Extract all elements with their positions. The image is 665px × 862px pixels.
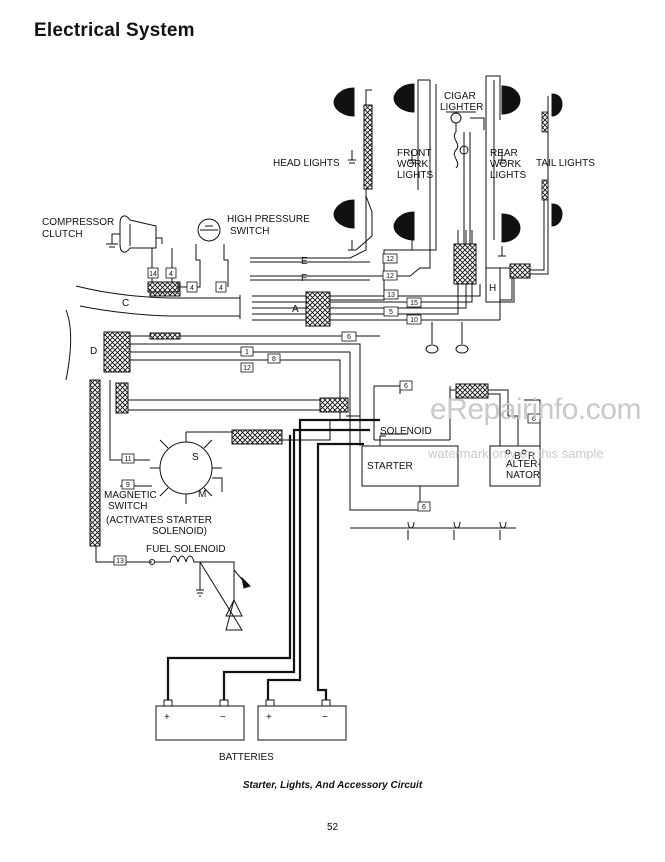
battery-2 — [257, 705, 347, 741]
wire-no-d3: 12 — [243, 365, 251, 372]
lamp-head-lower — [333, 199, 355, 229]
wire-no-f: 12 — [386, 273, 394, 280]
harness-letter-e: E — [301, 256, 308, 267]
wire-no-alt2: 6 — [532, 416, 536, 423]
label-alternator-1: ALTER- — [506, 459, 541, 470]
terminal-m: M — [198, 489, 206, 500]
harness-letter-d: D — [90, 346, 97, 357]
lamp-front-upper — [393, 83, 415, 113]
connector-mid — [319, 397, 349, 413]
label-compressor-2: CLUTCH — [42, 229, 83, 240]
wire-no-a1: 13 — [387, 292, 395, 299]
label-compressor-1: COMPRESSOR — [42, 217, 114, 228]
wire-no-comp4: 4 — [219, 285, 223, 292]
label-magnetic-2: SWITCH — [108, 501, 147, 512]
label-alternator-2: NATOR — [506, 470, 540, 481]
page-number: 52 — [326, 822, 339, 833]
wire-no-fuel: 13 — [116, 558, 124, 565]
alternator-body — [489, 445, 541, 487]
connector-tail — [509, 263, 531, 279]
wire-no-alt1: 6 — [404, 383, 408, 390]
connector-cigar — [453, 243, 477, 285]
battery-2-minus: − — [322, 712, 328, 723]
label-tail-lights: TAIL LIGHTS — [536, 158, 595, 169]
terminal-r: R — [528, 451, 535, 462]
wire-no-a2: 15 — [410, 300, 418, 307]
label-fuel-solenoid: FUEL SOLENOID — [146, 544, 226, 555]
label-batteries: BATTERIES — [219, 752, 274, 763]
page-title: Electrical System — [34, 20, 195, 41]
harness-d-outline — [65, 309, 72, 381]
harness-letter-f: F — [301, 273, 307, 284]
wire-no-starter: 6 — [422, 504, 426, 511]
wire-no-mag2: 9 — [126, 482, 130, 489]
wire-no-a5: 6 — [347, 334, 351, 341]
wire-no-mag1: 11 — [124, 456, 131, 463]
harness-letter-c: C — [122, 298, 129, 309]
lamp-rear-lower — [501, 213, 521, 243]
starter-body — [361, 445, 459, 487]
label-head-lights: HEAD LIGHTS — [273, 158, 340, 169]
wire-no-comp1: 14 — [149, 271, 157, 278]
watermark: eRepairinfo.com — [430, 393, 641, 426]
connector-magnetic — [231, 429, 283, 445]
lamp-tail-lower — [551, 203, 563, 227]
connector-d-lower — [115, 382, 129, 414]
wire-no-d2: 8 — [272, 356, 276, 363]
label-cigar-1: CIGAR — [444, 91, 476, 102]
wire-no-comp2: 4 — [169, 271, 173, 278]
label-starter: STARTER — [367, 461, 413, 472]
magnetic-switch-body — [159, 441, 213, 495]
harness-letter-h: H — [489, 283, 496, 294]
terminal-s: S — [192, 452, 199, 463]
label-front-work-3: LIGHTS — [397, 170, 433, 181]
wire-no-e: 12 — [386, 256, 394, 263]
label-cigar-2: LIGHTER — [440, 102, 483, 113]
lamp-tail-upper — [551, 93, 563, 117]
label-activates-1: (ACTIVATES STARTER — [106, 515, 212, 526]
battery-1-minus: − — [220, 712, 226, 723]
harness-letter-a: A — [292, 304, 299, 315]
connector-a — [305, 291, 331, 327]
label-activates-2: SOLENOID) — [152, 526, 207, 537]
wire-no-d1: 1 — [245, 349, 249, 356]
label-hp-switch-2: SWITCH — [230, 226, 269, 237]
watermark-note: watermark only on this sample — [428, 446, 604, 461]
harness-c — [75, 285, 240, 317]
label-solenoid: SOLENOID — [380, 426, 432, 437]
wire-number-boxes — [113, 253, 541, 566]
wire-no-comp3: 4 — [190, 285, 194, 292]
wire-no-a3: 5 — [389, 309, 393, 316]
connector-alt — [455, 383, 489, 399]
label-rear-work-1: REAR — [490, 148, 518, 159]
connector-compressor — [147, 281, 179, 293]
label-rear-work-3: LIGHTS — [490, 170, 526, 181]
label-hp-switch-1: HIGH PRESSURE — [227, 214, 310, 225]
terminal-b: B — [514, 451, 521, 462]
battery-1 — [155, 705, 245, 741]
label-rear-work-2: WORK — [490, 159, 521, 170]
lamp-head-upper — [333, 87, 355, 117]
label-front-work-1: FRONT — [397, 148, 431, 159]
connector-left-vertical — [89, 379, 101, 547]
cigar-lighter-icon — [446, 111, 485, 169]
lamp-front-lower — [393, 211, 415, 241]
battery-1-plus: + — [164, 712, 170, 723]
connector-d — [103, 331, 131, 373]
connector-head-upper — [363, 104, 373, 190]
label-front-work-2: WORK — [397, 159, 428, 170]
figure-caption: Starter, Lights, And Accessory Circuit — [242, 780, 423, 791]
battery-2-plus: + — [266, 712, 272, 723]
wire-no-a4: 10 — [410, 317, 418, 324]
label-magnetic-1: MAGNETIC — [104, 490, 157, 501]
lamp-rear-upper — [501, 85, 521, 115]
